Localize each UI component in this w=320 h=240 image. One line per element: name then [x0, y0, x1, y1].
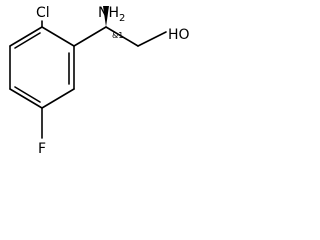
molecule-structure: Cl NH2 &1 HO F: [9, 5, 190, 157]
amino-label: NH2: [98, 5, 125, 24]
ring-double-bond-inner-2: [14, 32, 41, 49]
ring-bond-c4-c5: [9, 88, 43, 109]
bond-ring-to-chiral-carbon: [73, 26, 107, 47]
hydroxyl-label: HO: [168, 27, 190, 43]
ring-bond-c2-c3: [9, 26, 43, 47]
ring-double-bond-inner-3: [14, 86, 41, 103]
stereo-label: &1: [112, 31, 123, 40]
bond-chiral-to-ch2: [105, 26, 139, 47]
amino-label-main: NH: [98, 5, 119, 21]
bond-ch2-to-oh: [137, 31, 167, 47]
ring-bond-c1-c2: [41, 26, 75, 47]
amino-label-subscript: 2: [119, 13, 125, 24]
fluoro-label: F: [38, 141, 46, 157]
bonds: [9, 20, 167, 139]
chloro-label: Cl: [36, 5, 50, 21]
structure-canvas: Cl NH2 &1 HO F: [0, 0, 195, 177]
wedge-bond-to-amino: [103, 6, 109, 27]
ring-bond-c5-c6: [41, 88, 75, 109]
